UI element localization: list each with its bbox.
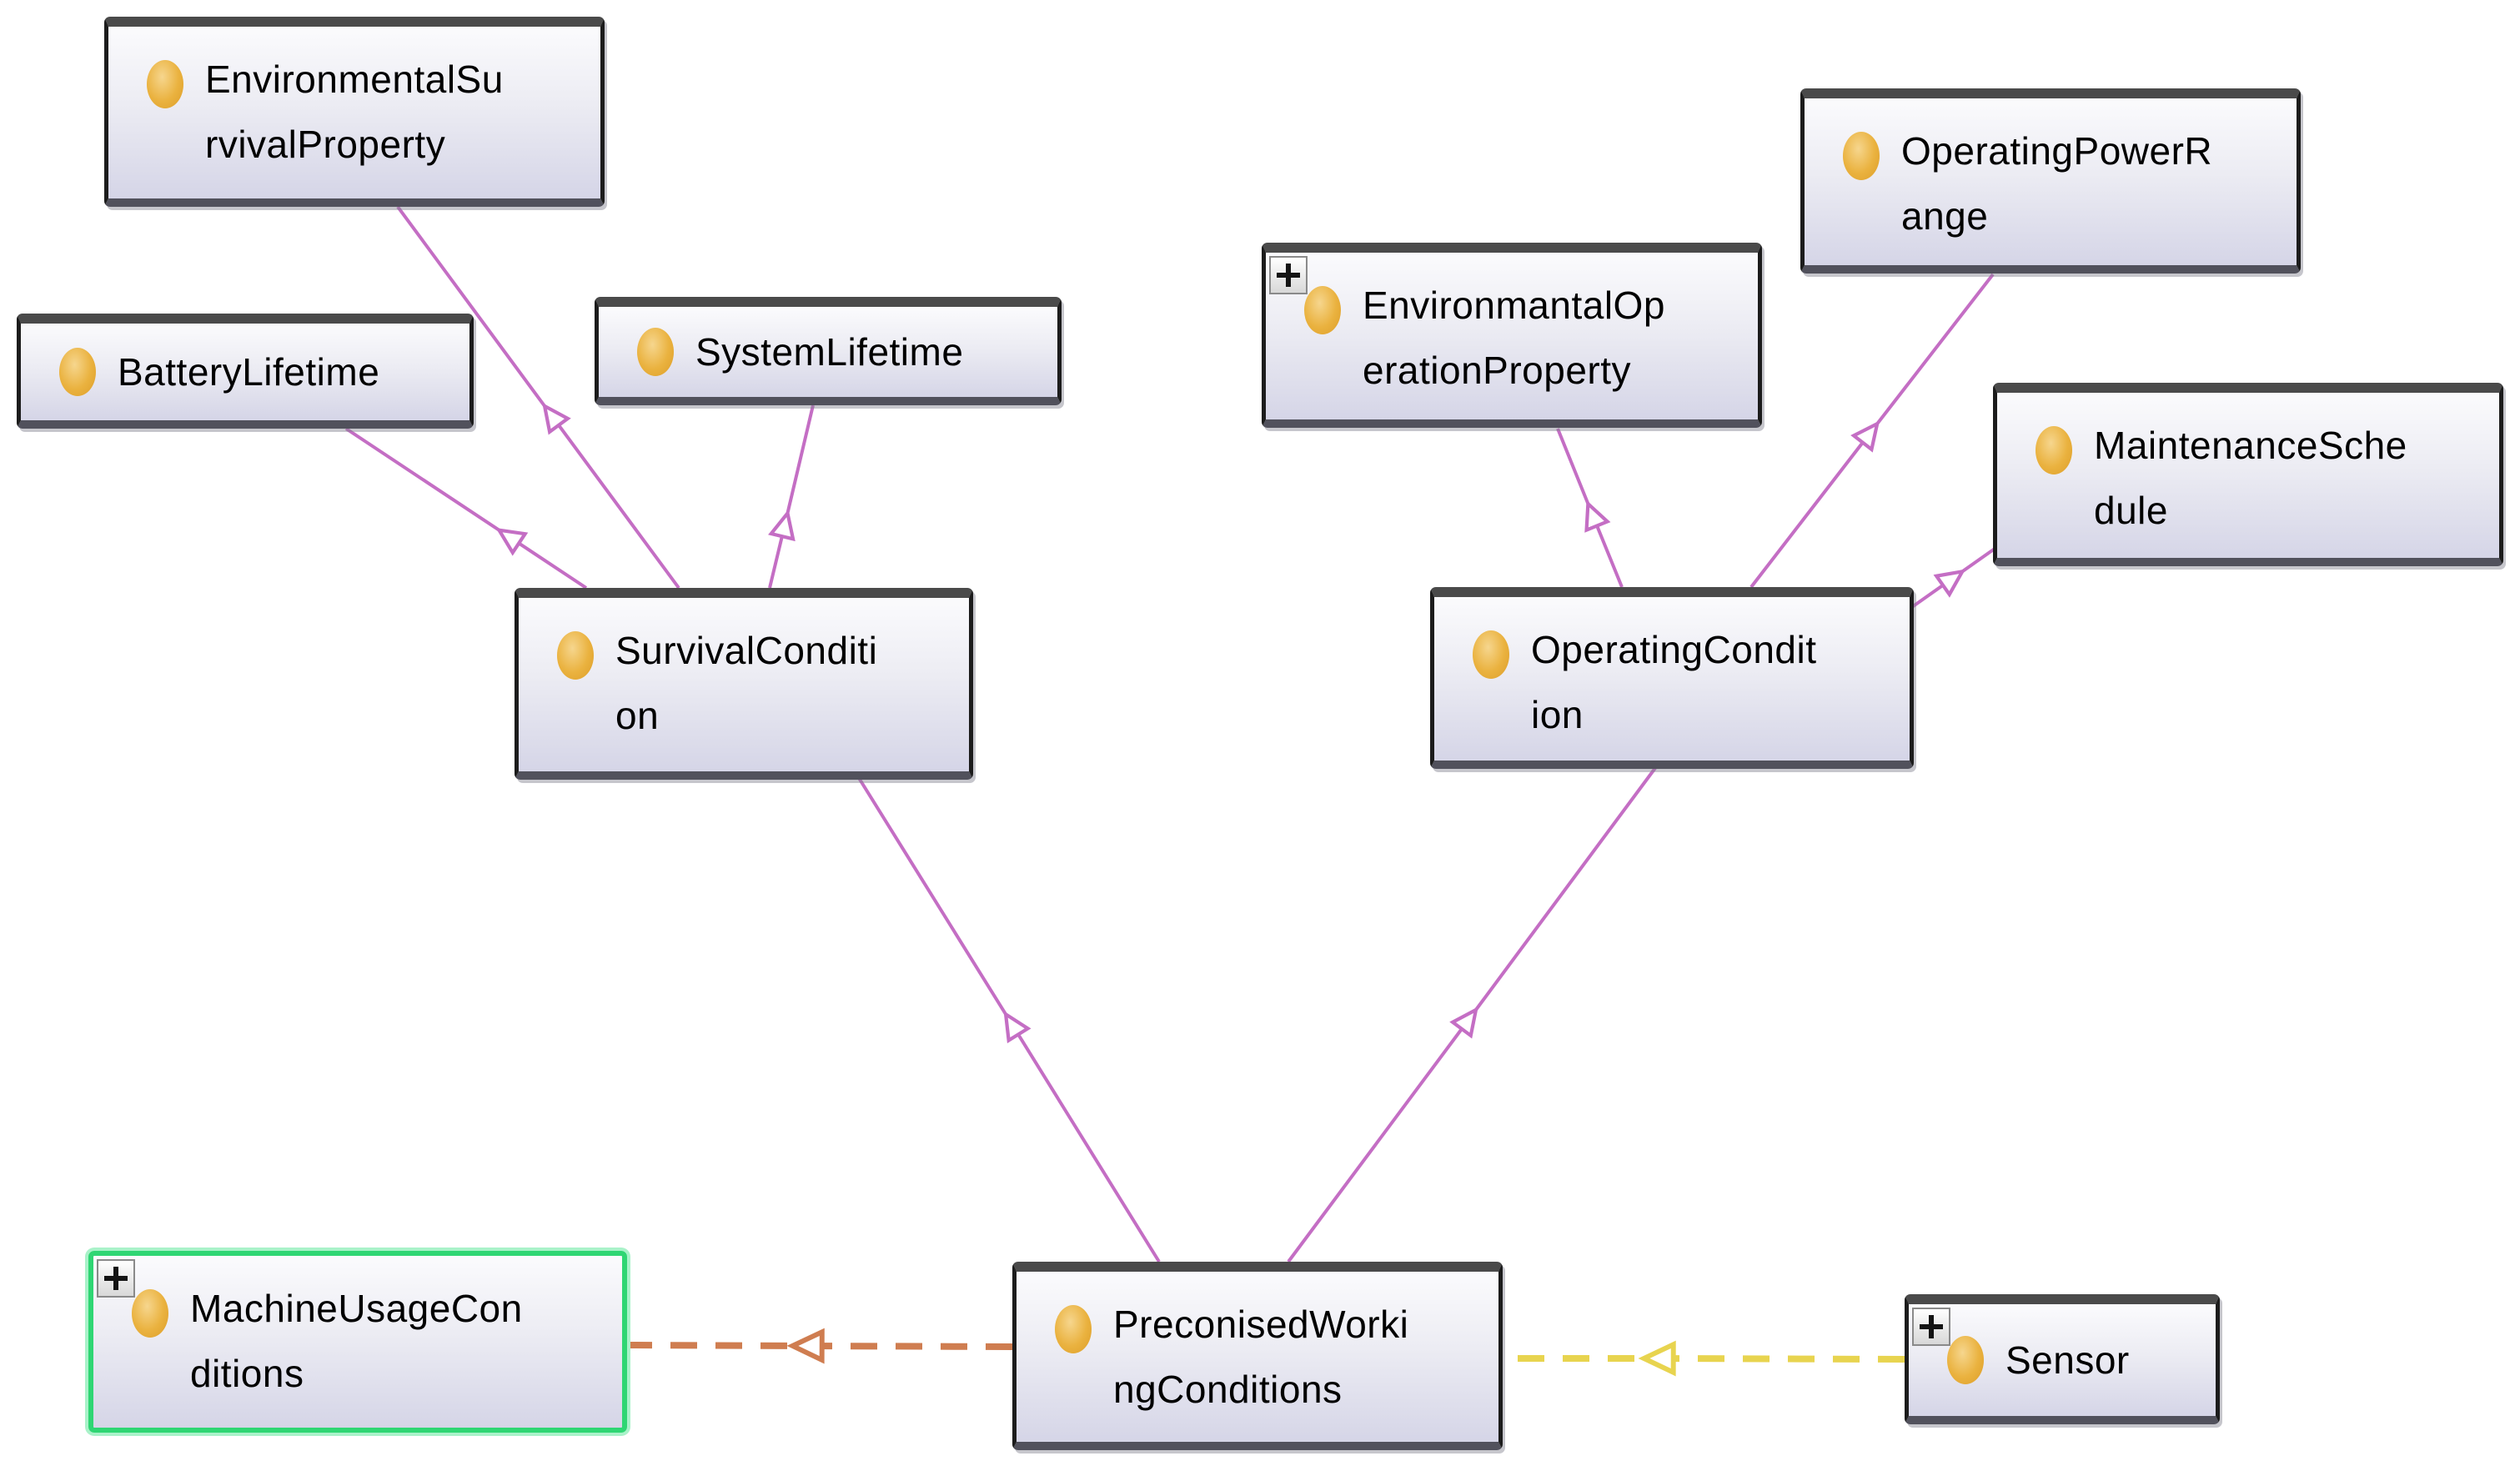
class-icon [1304,286,1341,334]
node-label: BatteryLifetime [118,349,380,394]
node-label: Sensor [2005,1338,2130,1382]
expand-plus-icon[interactable] [1912,1308,1950,1346]
edge-survival-to-envsurvival [396,205,680,590]
edge-preconised-to-machineusage [626,1328,1013,1364]
edge-survival-to-system [768,404,815,589]
edge-sensor-to-preconised [1503,1340,1905,1377]
node-system-lifetime[interactable]: SystemLifetime [595,297,1062,405]
node-label: SystemLifetime [695,329,964,374]
class-icon [1473,630,1509,679]
class-icon [557,631,594,680]
class-icon [147,60,183,108]
expand-plus-icon[interactable] [97,1259,135,1298]
class-icon [2036,426,2072,474]
node-battery-lifetime[interactable]: BatteryLifetime [17,314,474,429]
class-icon [1843,132,1880,180]
edge-operating-to-maintenance [1908,547,1996,610]
edge-survival-to-battery [344,427,588,590]
class-icon [637,328,674,376]
edge-operating-to-powerrange [1749,273,1995,589]
edge-operating-to-envoperation [1556,428,1624,588]
node-sensor[interactable]: Sensor [1905,1294,2220,1424]
expand-plus-icon[interactable] [1269,256,1308,294]
class-icon [1947,1336,1984,1384]
edge-preconised-to-operating [1287,766,1657,1263]
edge-preconised-to-survival [857,776,1161,1263]
class-icon [59,348,96,396]
class-icon [1055,1305,1092,1353]
class-icon [132,1289,168,1338]
